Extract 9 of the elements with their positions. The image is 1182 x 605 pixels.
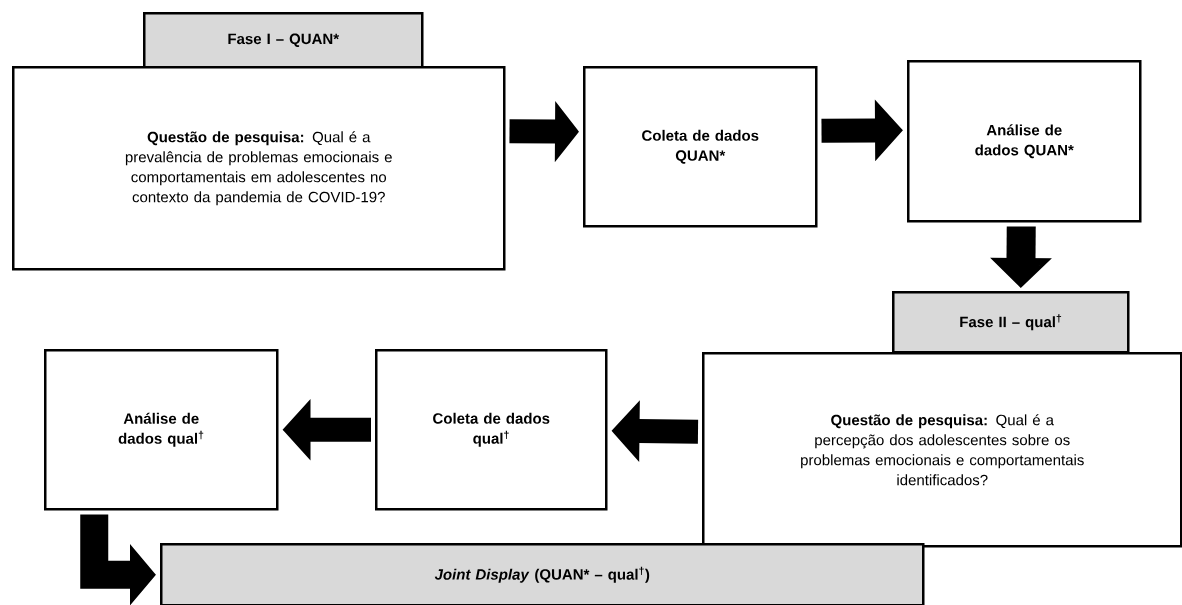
question-box: Questão de pesquisa: Qual é a prevalência de problemas emocionais e comportamentais em adolescentes no contexto da pandemia de COVID-19?	[12, 66, 506, 271]
process-box: Análise de dados qual$^{†}$	[44, 349, 279, 511]
phase-tab: Fase I – QUAN*	[143, 12, 424, 69]
question-box: Questão de pesquisa: Qual é a percepção dos adolescentes sobre os problemas emocionais e comportamentais identificados?	[702, 352, 1182, 548]
process-box: Coleta de dados QUAN*	[583, 66, 818, 228]
process-box: Coleta de dados qual$^{†}$	[375, 349, 608, 511]
process-box: Análise de dados QUAN*	[907, 60, 1142, 223]
phase-tab: Fase II – qual$^{†}$	[892, 291, 1130, 354]
display-band: Joint Display (QUAN* – qual$^{†}$)	[160, 543, 925, 605]
